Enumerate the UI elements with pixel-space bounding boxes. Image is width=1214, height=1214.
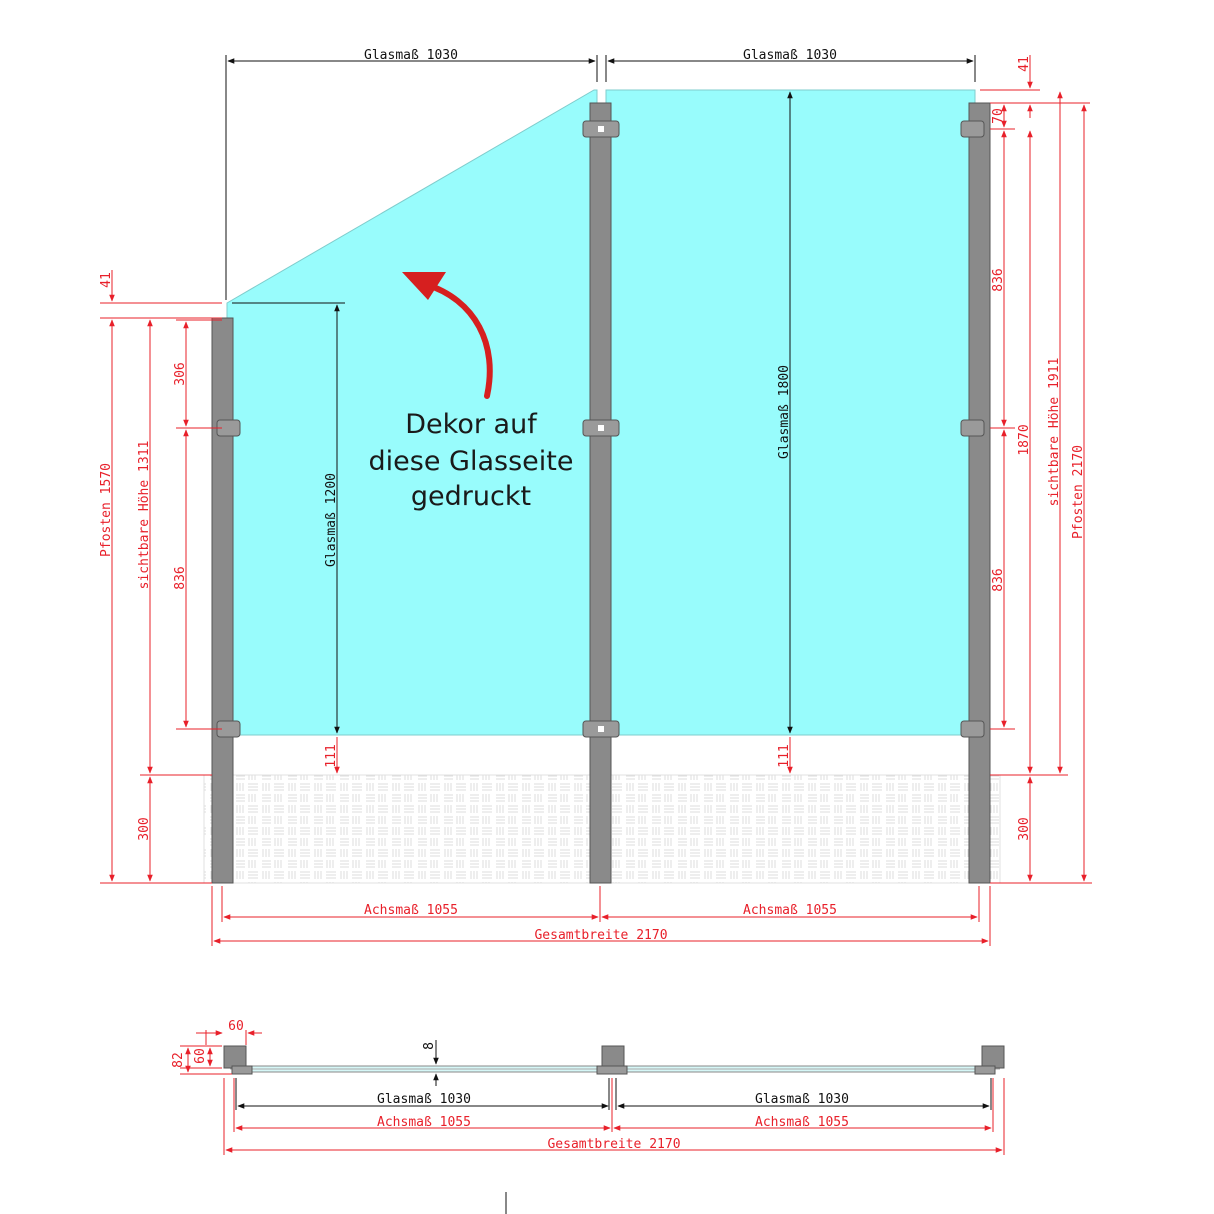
plan-post-middle <box>601 1045 625 1069</box>
plan-post-left <box>223 1045 247 1069</box>
dim-clamp-gap-left: 836 <box>173 566 188 589</box>
plan-view: 60 60 82 8 Glasmaß 1030 Glasmaß 1030 Ach… <box>171 1019 1005 1155</box>
dim-clamp-gap-right-upper: 836 <box>991 268 1006 291</box>
note-line-1: Dekor auf <box>405 409 538 440</box>
dim-top-offset: 41 <box>1017 56 1032 72</box>
dim-ground-right: 300 <box>1017 817 1032 840</box>
dim-visible-right: sichtbare Höhe 1911 <box>1047 358 1062 507</box>
note-line-2: diese Glasseite <box>369 446 574 477</box>
dim-glass-height-left: Glasmaß 1200 <box>324 473 339 567</box>
dim-total-width: Gesamtbreite 2170 <box>534 928 667 943</box>
dim-ground-left: 300 <box>137 817 152 840</box>
post-right <box>968 102 991 884</box>
dim-glass-top-left: Glasmaß 1030 <box>364 48 458 63</box>
plan-dim-axis-left: Achsmaß 1055 <box>377 1115 471 1130</box>
plan-post-right <box>981 1045 1005 1069</box>
dim-post-right: Pfosten 2170 <box>1071 445 1086 539</box>
post-left <box>211 317 234 884</box>
black-dimensions <box>225 55 976 734</box>
plan-dim-glass-left: Glasmaß 1030 <box>377 1092 471 1107</box>
red-dimensions <box>100 55 1092 946</box>
plan-dim-axis-right: Achsmaß 1055 <box>755 1115 849 1130</box>
plan-dim-glass-right: Glasmaß 1030 <box>755 1092 849 1107</box>
post-middle <box>589 102 612 884</box>
plan-dim-total-width: Gesamtbreite 2170 <box>547 1137 680 1152</box>
plan-dim-post-depth: 60 <box>193 1048 208 1064</box>
dim-gap-right: 111 <box>777 744 792 767</box>
curved-arrow-icon <box>402 272 493 399</box>
dim-clamp-gap-right-lower: 836 <box>991 568 1006 591</box>
dim-glass-height-right: Glasmaß 1800 <box>777 365 792 459</box>
dim-glass-top-right: Glasmaß 1030 <box>743 48 837 63</box>
note-line-3: gedruckt <box>411 481 531 512</box>
plan-dim-post-width: 60 <box>228 1019 244 1034</box>
dim-axis-left: Achsmaß 1055 <box>364 903 458 918</box>
plan-dim-glass-thickness: 8 <box>422 1042 437 1050</box>
dim-gap-left: 111 <box>324 744 339 767</box>
dim-total-right: 1870 <box>1017 424 1032 455</box>
dim-clamp-top-left: 306 <box>173 362 188 385</box>
plan-dim-overall-depth: 82 <box>171 1052 186 1068</box>
dim-axis-right: Achsmaß 1055 <box>743 903 837 918</box>
front-view: Glasmaß 1030 Glasmaß 1030 Glasmaß 1200 G… <box>99 48 1092 946</box>
dim-visible-left: sichtbare Höhe 1311 <box>137 441 152 590</box>
dim-clamp-top-right: 70 <box>991 108 1006 124</box>
dim-post-left: Pfosten 1570 <box>99 463 114 557</box>
dim-left-offset: 41 <box>99 272 114 288</box>
